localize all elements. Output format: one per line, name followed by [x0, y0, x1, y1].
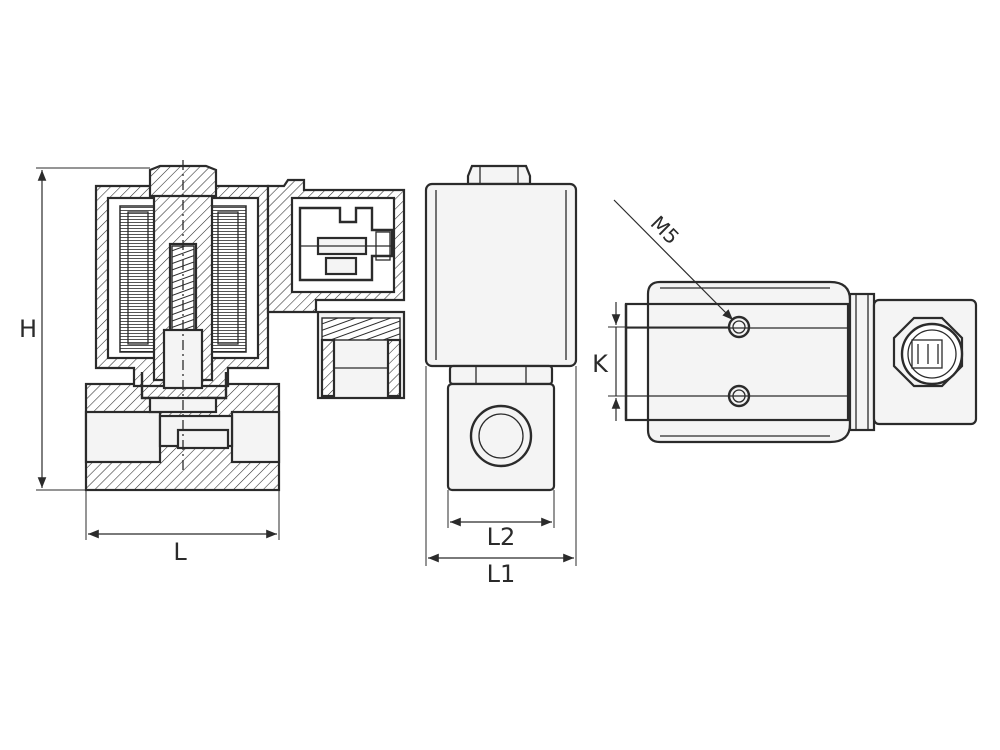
- coil-body: [424, 182, 578, 368]
- mounting-plate: [624, 302, 850, 422]
- hole-spacing-label: K: [592, 350, 609, 378]
- valve-body: [446, 382, 556, 492]
- side-view: L2 L1: [424, 164, 578, 588]
- outer-width-label: L1: [487, 560, 516, 588]
- length-label: L: [173, 538, 187, 566]
- coil-body-top: [646, 280, 852, 444]
- inner-width-label: L2: [487, 523, 516, 551]
- coil-winding-left: [119, 205, 155, 353]
- connector-neck: [848, 292, 876, 432]
- orifice-seat: [176, 428, 230, 450]
- top-view: M5 K: [592, 199, 978, 444]
- inlet-port: [84, 410, 162, 464]
- height-label: H: [19, 315, 37, 343]
- thread-callout-label: M5: [646, 211, 684, 249]
- lock-nut: [448, 364, 554, 386]
- top-nut: [466, 164, 532, 186]
- section-view: H L: [19, 160, 406, 566]
- outlet-port: [230, 410, 281, 464]
- plunger: [162, 328, 204, 390]
- coil-winding-right: [211, 205, 247, 353]
- m5-leader-line: [613, 199, 734, 321]
- port-circle: [469, 404, 533, 468]
